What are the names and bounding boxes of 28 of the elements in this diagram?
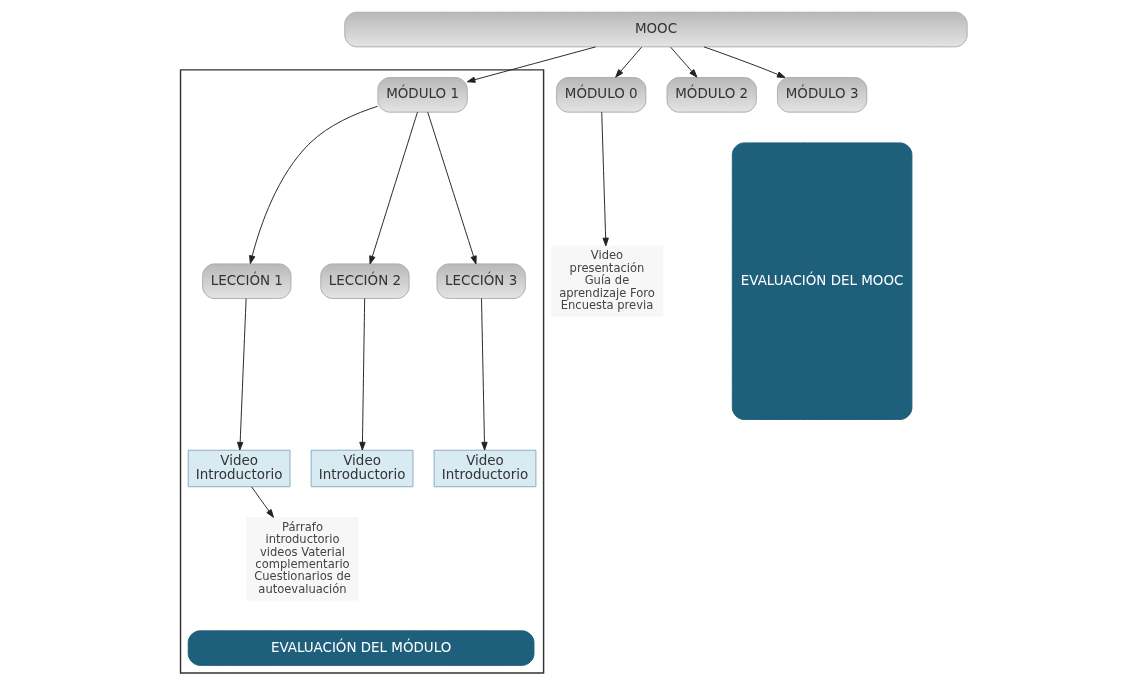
arrow bbox=[369, 111, 418, 265]
arrow bbox=[359, 298, 366, 451]
arrow bbox=[601, 111, 609, 247]
arrow bbox=[703, 46, 786, 79]
node-box: Video Introductorio bbox=[433, 449, 537, 488]
node-box: LECCIÓN 2 bbox=[320, 263, 410, 299]
node-box: MOOC bbox=[344, 11, 968, 48]
node-box: MÓDULO 2 bbox=[666, 77, 757, 113]
arrow bbox=[427, 111, 477, 265]
node-box: MÓDULO 1 bbox=[377, 77, 468, 113]
arrow bbox=[249, 105, 379, 265]
node-box: MÓDULO 0 bbox=[556, 77, 647, 113]
node-box: Video Introductorio bbox=[187, 449, 291, 488]
node-box: Párrafo introductorio videos Vaterial complementario Cuestionarios de autoevaluación bbox=[246, 517, 359, 601]
node-box: EVALUACIÓN DEL MÓDULO bbox=[187, 630, 535, 666]
arrow bbox=[615, 46, 643, 78]
arrow bbox=[466, 46, 597, 83]
arrow bbox=[481, 298, 488, 451]
node-box: MÓDULO 3 bbox=[777, 77, 868, 113]
arrow bbox=[670, 46, 698, 78]
node-box: LECCIÓN 3 bbox=[436, 263, 526, 299]
node-box: Video presentación Guía de aprendizaje Foro Encuesta previa bbox=[550, 245, 664, 317]
node-box: LECCIÓN 1 bbox=[202, 263, 292, 299]
node-box: EVALUACIÓN DEL MOOC bbox=[731, 142, 913, 420]
arrow bbox=[237, 298, 247, 451]
node-box: Video Introductorio bbox=[310, 449, 414, 488]
cluster bbox=[179, 69, 545, 674]
arrow bbox=[251, 486, 274, 518]
